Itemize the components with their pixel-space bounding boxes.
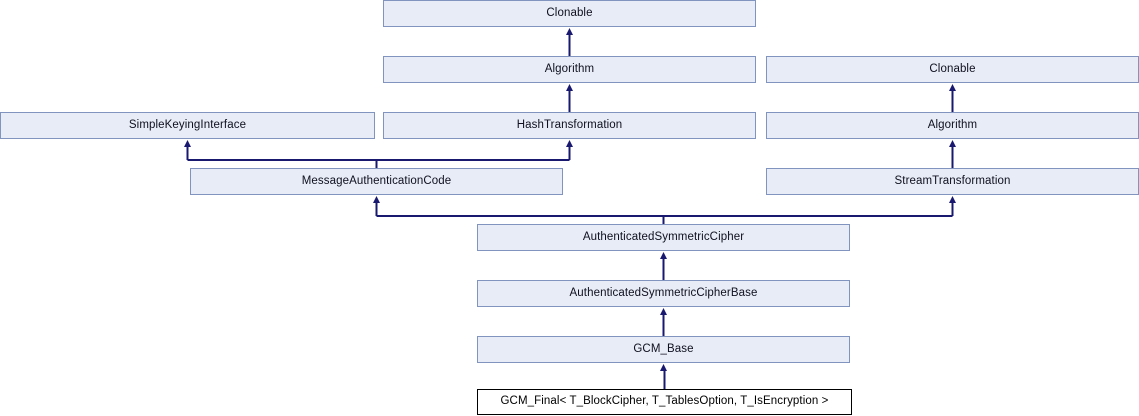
class-node-label: AuthenticatedSymmetricCipherBase <box>569 286 758 299</box>
class-node-authsymcipher[interactable]: AuthenticatedSymmetricCipher <box>477 224 850 251</box>
class-node-label: StreamTransformation <box>894 174 1011 187</box>
class-node-label: Clonable <box>546 6 593 19</box>
class-node-label: GCM_Base <box>633 342 694 355</box>
class-node-clonable_top[interactable]: Clonable <box>383 0 756 27</box>
class-node-algorithm_right[interactable]: Algorithm <box>766 112 1139 139</box>
class-node-mac[interactable]: MessageAuthenticationCode <box>190 168 563 195</box>
class-node-label: Algorithm <box>927 118 978 131</box>
class-node-hashtransform[interactable]: HashTransformation <box>383 112 756 139</box>
class-node-gcm_final[interactable]: GCM_Final< T_BlockCipher, T_TablesOption… <box>477 389 852 415</box>
class-node-label: AuthenticatedSymmetricCipher <box>582 230 745 243</box>
class-node-streamtransform[interactable]: StreamTransformation <box>766 168 1139 195</box>
class-node-label: SimpleKeyingInterface <box>128 118 247 131</box>
class-node-label: Algorithm <box>544 62 595 75</box>
class-node-label: HashTransformation <box>516 118 623 131</box>
class-node-gcm_base[interactable]: GCM_Base <box>477 336 850 363</box>
class-node-label: Clonable <box>929 62 976 75</box>
class-node-label: GCM_Final< T_BlockCipher, T_TablesOption… <box>500 395 829 408</box>
class-node-authsymbase[interactable]: AuthenticatedSymmetricCipherBase <box>477 280 850 307</box>
class-node-simplekeying[interactable]: SimpleKeyingInterface <box>0 112 375 139</box>
class-node-label: MessageAuthenticationCode <box>301 174 452 187</box>
class-node-clonable_right[interactable]: Clonable <box>766 56 1139 83</box>
class-node-algorithm_mid[interactable]: Algorithm <box>383 56 756 83</box>
